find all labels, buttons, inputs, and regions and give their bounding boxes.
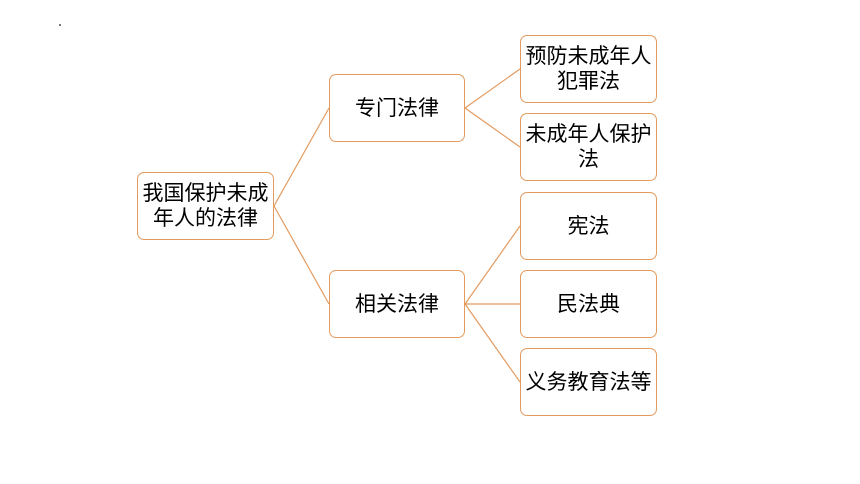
connector-root-to-special [273, 107, 330, 207]
compulsory-education-law-node: 义务教育法等 [520, 348, 657, 416]
connector-special-to-protection [464, 107, 521, 148]
root-node: 我国保护未成 年人的法律 [137, 172, 274, 240]
connector-related-to-education [464, 303, 521, 383]
constitution-node: 宪法 [520, 192, 657, 260]
juvenile-crime-prevention-law-node: 预防未成年人 犯罪法 [520, 35, 657, 103]
related-laws-node: 相关法律 [329, 270, 465, 338]
connector-root-to-related [273, 205, 330, 305]
civil-code-node: 民法典 [520, 270, 657, 338]
minors-protection-law-node: 未成年人保护 法 [520, 113, 657, 181]
connector-special-to-prevention [464, 68, 521, 109]
special-laws-node: 专门法律 [329, 74, 465, 142]
stray-dot [59, 24, 61, 26]
connector-related-to-constitution [464, 225, 521, 305]
